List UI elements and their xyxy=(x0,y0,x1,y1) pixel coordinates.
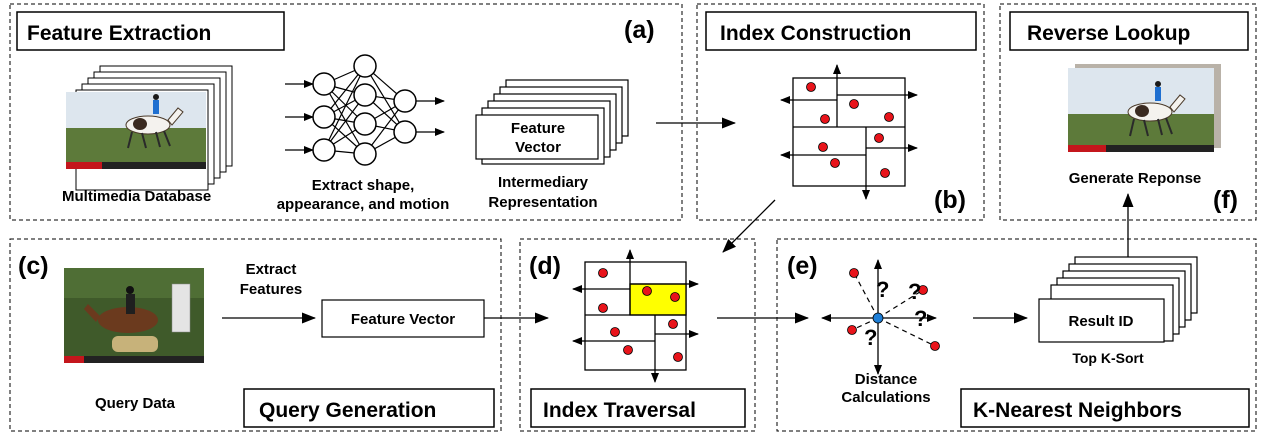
index-tree xyxy=(780,64,918,200)
panel-feature-extraction xyxy=(9,3,683,221)
feature-vector-stack xyxy=(475,79,629,165)
svg-text:?: ? xyxy=(908,279,921,304)
response-thumbnail xyxy=(1068,64,1221,152)
letter-f: (f) xyxy=(1213,186,1238,214)
arrow-b-to-d xyxy=(722,199,776,253)
traversal-tree xyxy=(572,249,699,383)
title-query-generation: Query Generation xyxy=(243,388,495,428)
distance-label-line2: Calculations xyxy=(841,389,930,406)
letter-e: (e) xyxy=(787,252,818,280)
representation-label-line2: Representation xyxy=(488,194,597,211)
title-index-construction: Index Construction xyxy=(705,11,977,51)
query-point xyxy=(872,312,884,324)
representation-label-line1: Intermediary xyxy=(498,174,589,191)
svg-text:K-Nearest Neighbors: K-Nearest Neighbors xyxy=(973,399,1182,422)
extract-label-line1: Extract xyxy=(246,261,297,278)
query-thumbnail xyxy=(64,268,204,363)
svg-text:?: ? xyxy=(914,306,927,331)
database-label: Multimedia Database xyxy=(62,188,211,205)
question-marks: ? ? ? ? xyxy=(864,277,927,350)
index-points xyxy=(806,82,894,178)
network-label-line1: Extract shape, xyxy=(312,177,415,194)
panel-reverse-lookup xyxy=(999,3,1257,221)
svg-text:Feature Extraction: Feature Extraction xyxy=(27,22,211,45)
title-feature-extraction: Feature Extraction xyxy=(16,11,285,51)
multimedia-database-stack xyxy=(66,65,233,191)
neural-network xyxy=(285,54,445,166)
panel-index-construction xyxy=(696,3,985,221)
distance-label-line1: Distance xyxy=(855,371,918,388)
query-feature-vector: Feature Vector xyxy=(321,299,485,338)
topk-label: Top K-Sort xyxy=(1072,350,1144,366)
letter-c: (c) xyxy=(18,252,49,280)
svg-text:Index Construction: Index Construction xyxy=(720,22,911,45)
vector-label-line2: Vector xyxy=(515,139,561,156)
letter-b: (b) xyxy=(934,186,966,214)
svg-text:?: ? xyxy=(864,325,877,350)
panel-query-generation xyxy=(9,238,502,432)
svg-text:Query Generation: Query Generation xyxy=(259,399,436,422)
svg-text:Reverse Lookup: Reverse Lookup xyxy=(1027,22,1190,45)
extract-label-line2: Features xyxy=(240,281,303,298)
network-label-line2: appearance, and motion xyxy=(277,196,450,213)
title-reverse-lookup: Reverse Lookup xyxy=(1009,11,1249,51)
svg-text:Index Traversal: Index Traversal xyxy=(543,399,696,422)
knn-points xyxy=(847,268,940,351)
query-label: Query Data xyxy=(95,395,176,412)
result-stack xyxy=(1038,256,1198,343)
letter-a: (a) xyxy=(624,16,655,44)
vector-label-line1: Feature xyxy=(511,120,565,137)
svg-text:Feature Vector: Feature Vector xyxy=(351,311,455,328)
result-id-label: Result ID xyxy=(1068,313,1133,330)
letter-d: (d) xyxy=(529,252,561,280)
video-thumbnail-horse xyxy=(66,92,206,169)
panel-index-traversal xyxy=(519,238,756,432)
traversal-points xyxy=(598,268,683,362)
title-index-traversal: Index Traversal xyxy=(530,388,746,428)
response-label: Generate Reponse xyxy=(1069,170,1202,187)
panel-knn xyxy=(776,238,1257,432)
svg-text:?: ? xyxy=(876,277,889,302)
title-knn: K-Nearest Neighbors xyxy=(960,388,1250,428)
